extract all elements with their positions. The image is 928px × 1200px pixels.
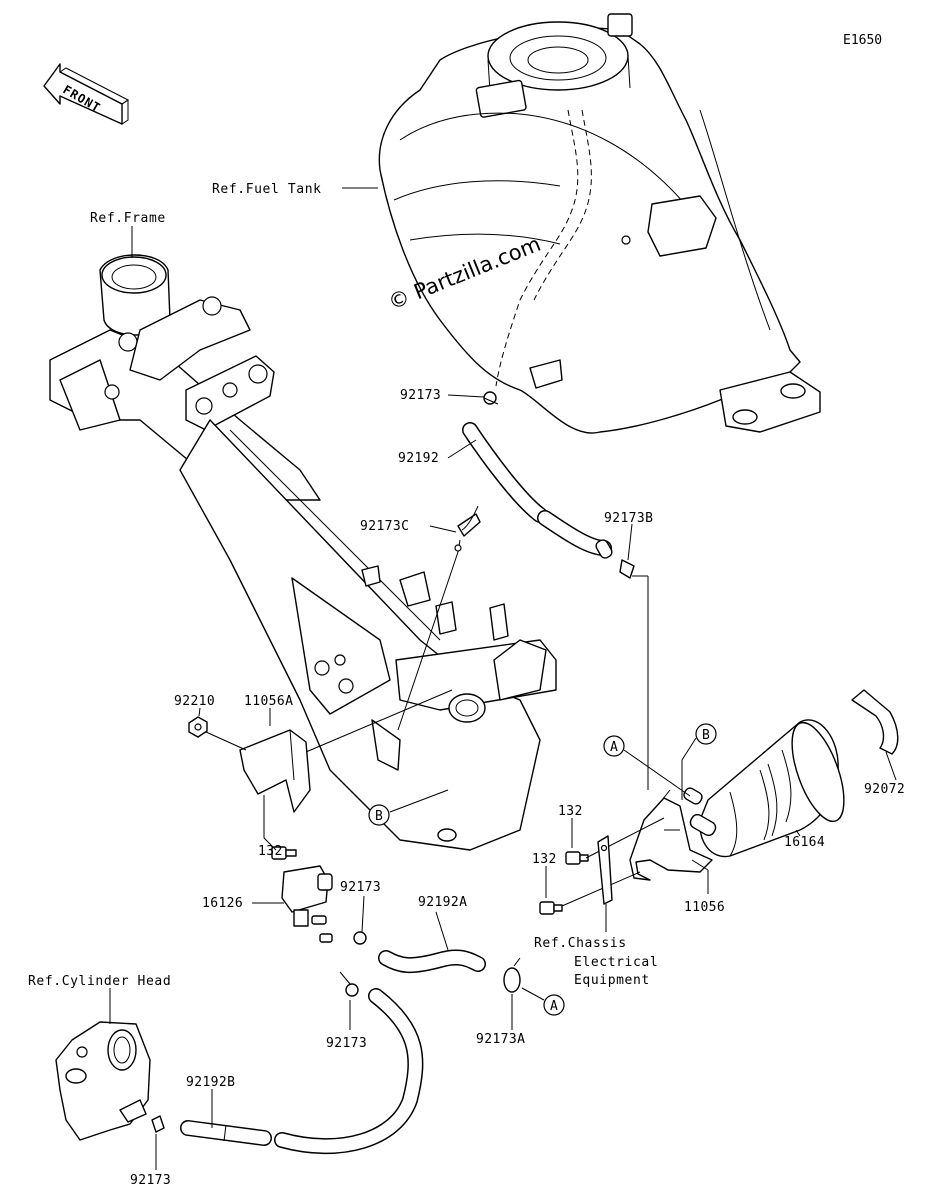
bolt-132-right-bottom xyxy=(539,901,563,915)
ref-chassis-label-line1: Ref.Chassis xyxy=(534,936,627,951)
hose-92192a xyxy=(378,949,486,973)
clamp-92173-mid xyxy=(353,931,367,945)
callout-92072: 92072 xyxy=(864,782,905,797)
fuel-tank xyxy=(378,13,821,434)
hose-end-canister xyxy=(595,539,613,559)
frame xyxy=(49,254,557,851)
callout-132-left: 132 xyxy=(258,844,283,859)
callout-11056: 11056 xyxy=(684,900,725,915)
callout-92173-mid: 92173 xyxy=(340,880,381,895)
callout-92192: 92192 xyxy=(398,451,439,466)
connector-b-left: B xyxy=(368,804,390,826)
callout-92192a: 92192A xyxy=(418,895,467,910)
svg-text:B: B xyxy=(702,728,710,743)
ref-fuel-tank-label: Ref.Fuel Tank xyxy=(212,182,322,197)
callout-16164: 16164 xyxy=(784,835,825,850)
hose-92192b xyxy=(180,988,424,1155)
callout-132-right-top: 132 xyxy=(558,804,583,819)
callout-92173a: 92173A xyxy=(476,1032,525,1047)
ref-frame-label: Ref.Frame xyxy=(90,211,166,226)
callout-92192b: 92192B xyxy=(186,1075,235,1090)
strap xyxy=(597,835,613,905)
valve-16126 xyxy=(281,865,333,943)
svg-text:A: A xyxy=(610,740,618,755)
nut-92210 xyxy=(188,716,208,738)
ref-chassis-label-line3: Equipment xyxy=(574,973,650,988)
callout-92173c: 92173C xyxy=(360,519,409,534)
callout-11056a: 11056A xyxy=(244,694,293,709)
callout-92210: 92210 xyxy=(174,694,215,709)
bracket-11056 xyxy=(629,789,713,881)
cylinder-head xyxy=(55,1021,151,1141)
callout-92173-bottom: 92173 xyxy=(130,1173,171,1188)
band-92072 xyxy=(851,689,899,755)
callout-92173b: 92173B xyxy=(604,511,653,526)
clamp-92173-bottom xyxy=(151,1115,165,1133)
clamp-92173c xyxy=(454,505,481,553)
svg-text:A: A xyxy=(550,999,558,1014)
diagram-id: E1650 xyxy=(843,33,882,48)
connector-b-top: B xyxy=(695,723,717,745)
hose-92192 xyxy=(462,422,612,556)
clamp-92173-top xyxy=(483,391,499,405)
bolt-132-right-top xyxy=(565,851,589,865)
connector-a-bottom: A xyxy=(543,994,565,1016)
ref-chassis-label-line2: Electrical xyxy=(574,955,658,970)
clamp-92173a xyxy=(503,957,521,993)
canister-16164 xyxy=(683,719,845,858)
connector-a-top: A xyxy=(603,735,625,757)
callout-92173-low: 92173 xyxy=(326,1036,367,1051)
svg-text:B: B xyxy=(375,809,383,824)
front-arrow-icon: FRONT xyxy=(43,63,129,125)
callout-16126: 16126 xyxy=(202,896,243,911)
callout-132-right-bottom: 132 xyxy=(532,852,557,867)
callout-92173-top: 92173 xyxy=(400,388,441,403)
bracket-11056a xyxy=(239,729,311,813)
clamp-92173-low xyxy=(345,983,359,997)
clamp-92173b xyxy=(619,559,635,579)
ref-cylinder-head-label: Ref.Cylinder Head xyxy=(28,974,171,989)
